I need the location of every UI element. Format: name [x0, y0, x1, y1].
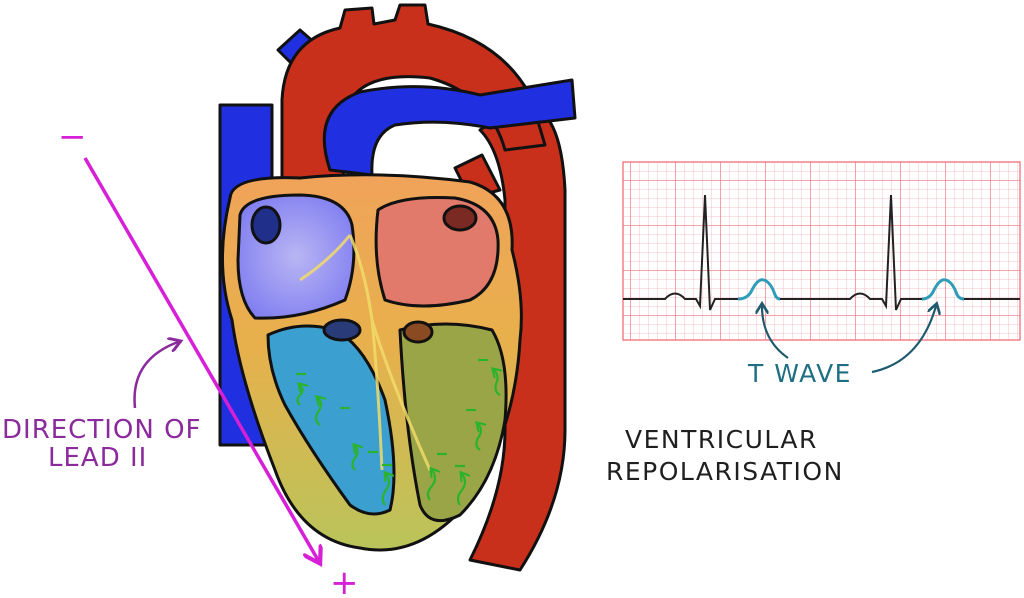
caption-line2: REPOLARISATION	[606, 457, 844, 486]
t-wave-2	[921, 278, 965, 301]
repolarisation-signs	[296, 358, 488, 468]
lead-negative-sign: −	[58, 117, 87, 157]
ecg-trace	[623, 194, 1020, 311]
left-atrium	[374, 196, 500, 308]
lead-ii-vector: − + DIRECTION OF LEAD II	[2, 117, 359, 598]
ecg-strip: T WAVE	[622, 161, 1021, 388]
heart-illustration	[218, 3, 577, 572]
lead-label-line1: DIRECTION OF	[2, 415, 201, 445]
ecg-grid	[622, 161, 1021, 341]
lead-ii-arrow	[83, 157, 318, 560]
lead-positive-sign: +	[330, 563, 359, 598]
vena-cava-opening	[250, 205, 282, 245]
caption-line1: VENTRICULAR	[625, 425, 818, 454]
caption: VENTRICULAR REPOLARISATION	[606, 425, 844, 486]
t-wave-pointer-2	[871, 306, 936, 374]
t-wave-pointer-1	[762, 306, 789, 359]
tricuspid-valve	[322, 318, 362, 342]
lead-label-pointer	[133, 342, 178, 409]
pulmonary-artery	[322, 78, 577, 177]
lead-label-line2: LEAD II	[48, 443, 147, 473]
repolarisation-marks	[296, 370, 501, 506]
aortic-arch	[280, 3, 547, 192]
mitral-valve	[402, 320, 434, 344]
conduction-pathway	[299, 234, 432, 471]
left-ventricle	[398, 322, 508, 523]
t-wave-label: T WAVE	[747, 359, 852, 388]
t-wave-1	[737, 278, 781, 301]
pulmonary-vein-opening	[442, 204, 478, 232]
